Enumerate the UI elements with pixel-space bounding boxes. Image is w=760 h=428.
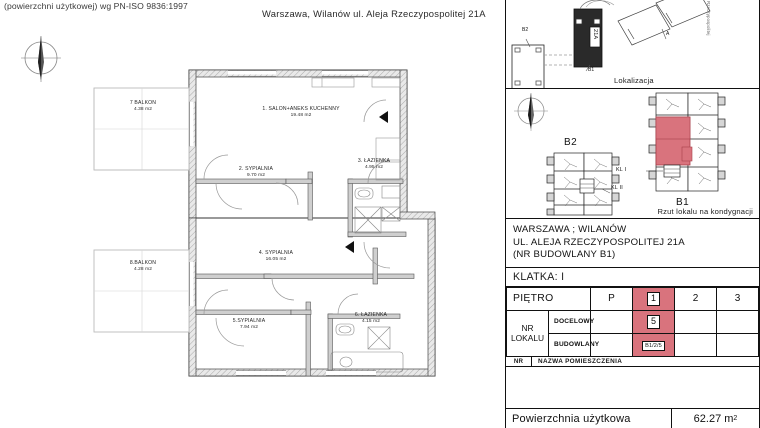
pietro-cell-2[interactable]: 2 (674, 286, 717, 311)
compass-north-icon (18, 32, 64, 84)
iso-standard-note: (powierzchni użytkowej) wg PN-ISO 9836:1… (4, 1, 188, 11)
docelowy-cell-selected[interactable]: 5 (632, 309, 675, 334)
site-label-building-no: 21A (592, 29, 598, 40)
view-direction-arrow-upper (379, 111, 388, 123)
view-direction-arrow-lower (345, 241, 354, 253)
stair-label-kl2: KL II (611, 185, 623, 191)
site-label-b1: B1 (588, 67, 595, 73)
storey-plan-caption: Rzut lokalu na kondygnacji (657, 207, 753, 216)
docelowy-cell-2[interactable] (674, 309, 717, 334)
compass-north-icon-panel (514, 93, 548, 131)
apartment-floor-plan: 7 BALKON 4.38 m2 1. SALON+ANEKS KUCHENNY… (76, 62, 476, 382)
room-list-header-nr: NR (506, 356, 532, 366)
pietro-cell-p[interactable]: P (590, 286, 633, 311)
storey-plan-diagram (514, 92, 726, 216)
table-row-pietro: PIĘTRO P 1 2 3 (506, 286, 759, 311)
budowlany-label: BUDOWLANY (548, 332, 599, 357)
room-list-body (506, 367, 759, 409)
budowlany-cell-selected[interactable]: B1/2/5 (632, 332, 675, 357)
highlighted-unit (655, 116, 693, 166)
address-block: WARSZAWA ; WILANÓW UL. ALEJA RZECZYPOSPO… (506, 219, 759, 268)
storey-plan-section: B2 B1 KL I KL II Rzut lokalu na kondygna… (506, 89, 759, 219)
pietro-cell-1-selected[interactable]: 1 (632, 286, 675, 311)
staircase-row: KLATKA: I (506, 268, 759, 287)
building-label-b2: B2 (564, 137, 578, 148)
budowlany-cell-2[interactable] (674, 332, 717, 357)
unit-identification-table: PIĘTRO P 1 2 3 NR LOKALU DOCELOWY 5 (506, 286, 759, 357)
budowlany-cell-p[interactable] (590, 332, 633, 357)
table-row-budowlany: BUDOWLANY B1/2/5 (507, 332, 759, 357)
localization-section: B2 B1 21A A Rzeczypospolitej Lokalizacja (506, 0, 759, 90)
docelowy-label: DOCELOWY (548, 309, 594, 334)
title-block-panel: B2 B1 21A A Rzeczypospolitej Lokalizacja (505, 0, 760, 428)
site-label-street-a: A (666, 31, 670, 37)
stair-label-kl1: KL I (616, 167, 627, 173)
page-title: Warszawa, Wilanów ul. Aleja Rzeczypospol… (262, 8, 486, 19)
table-row-docelowy: NR LOKALU DOCELOWY 5 (506, 309, 759, 357)
address-line-2: UL. ALEJA RZECZYPOSPOLITEJ 21A (513, 236, 685, 248)
site-map (511, 0, 711, 90)
total-area-label: Powierzchnia użytkowa (512, 412, 631, 425)
docelowy-cell-p[interactable] (590, 309, 633, 334)
building-label-b1: B1 (676, 197, 690, 208)
room-list-header-name: NAZWA POMIESZCZENIA (538, 357, 623, 365)
address-line-1: WARSZAWA ; WILANÓW (513, 224, 627, 235)
docelowy-cell-3[interactable] (716, 309, 759, 334)
site-label-street-side: Rzeczypospolitej (706, 1, 711, 36)
nr-lokalu-label: NR LOKALU (506, 309, 549, 357)
localization-caption: Lokalizacja (614, 76, 654, 85)
budowlany-cell-3[interactable] (716, 332, 759, 357)
address-line-3: (NR BUDOWLANY B1) (513, 249, 616, 261)
site-label-b2: B2 (522, 27, 529, 33)
room-list-header: NR NAZWA POMIESZCZENIA (506, 356, 759, 367)
pietro-label: PIĘTRO (506, 286, 591, 311)
building-b2-diagram (546, 152, 620, 216)
pietro-cell-3[interactable]: 3 (716, 286, 759, 311)
